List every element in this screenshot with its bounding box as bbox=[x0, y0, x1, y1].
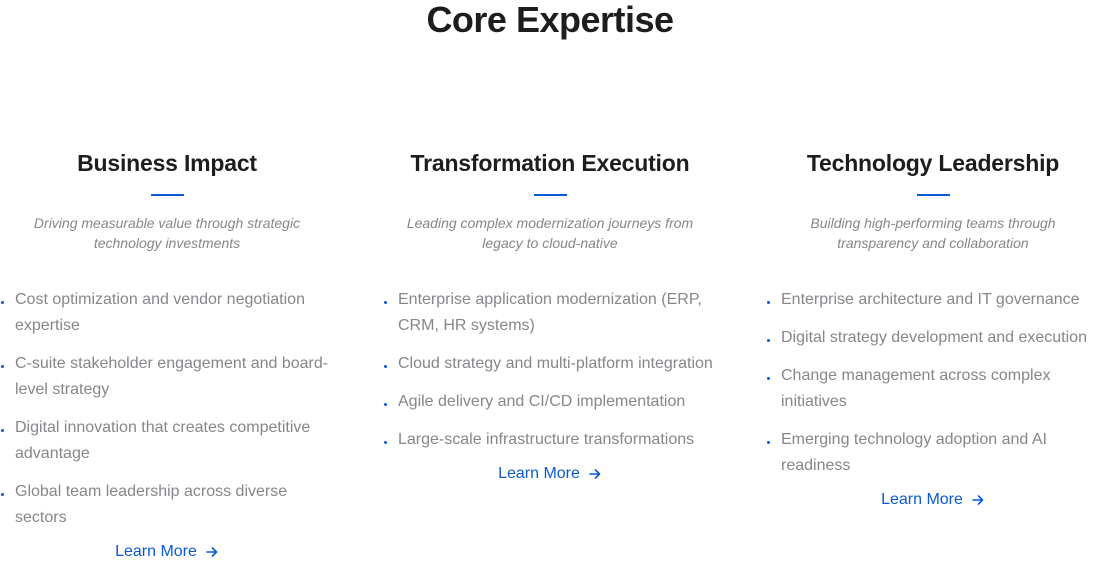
list-item-text: Emerging technology adoption and AI read… bbox=[781, 431, 1047, 474]
list-item-text: Digital innovation that creates competit… bbox=[15, 419, 311, 462]
bullet-icon bbox=[1, 365, 4, 368]
expertise-card-business-impact: Business Impact Driving measurable value… bbox=[0, 145, 337, 561]
card-subtitle: Driving measurable value through strateg… bbox=[33, 215, 301, 251]
expertise-card-transformation-execution: Transformation Execution Leading complex… bbox=[380, 145, 720, 483]
card-heading: Technology Leadership bbox=[806, 150, 1060, 176]
feature-list: Enterprise architecture and IT governanc… bbox=[763, 287, 1100, 479]
bullet-icon bbox=[767, 339, 770, 342]
bullet-icon bbox=[384, 365, 387, 368]
learn-more-label: Learn More bbox=[115, 543, 197, 560]
list-item-text: Enterprise application modernization (ER… bbox=[398, 291, 702, 334]
bullet-icon bbox=[767, 301, 770, 304]
list-item-text: Cloud strategy and multi-platform integr… bbox=[398, 355, 713, 372]
card-heading: Transformation Execution bbox=[410, 150, 690, 176]
feature-list: Cost optimization and vendor negotiation… bbox=[0, 287, 337, 531]
heading-divider bbox=[150, 194, 184, 196]
list-item: Enterprise architecture and IT governanc… bbox=[763, 287, 1100, 313]
list-item-text: Agile delivery and CI/CD implementation bbox=[398, 393, 686, 410]
bullet-icon bbox=[767, 377, 770, 380]
list-item: Change management across complex initiat… bbox=[763, 363, 1100, 415]
heading-divider bbox=[533, 194, 567, 196]
page-title: Core Expertise bbox=[426, 0, 674, 40]
learn-more-link[interactable]: Learn More bbox=[0, 543, 337, 561]
bullet-icon bbox=[767, 441, 770, 444]
card-heading: Business Impact bbox=[77, 150, 257, 176]
learn-more-link[interactable]: Learn More bbox=[763, 491, 1100, 509]
list-item: Large-scale infrastructure transformatio… bbox=[380, 427, 720, 453]
list-item: Emerging technology adoption and AI read… bbox=[763, 427, 1100, 479]
card-subtitle: Building high-performing teams through t… bbox=[810, 215, 1056, 251]
arrow-right-icon bbox=[206, 547, 218, 557]
expertise-card-technology-leadership: Technology Leadership Building high-perf… bbox=[763, 145, 1100, 509]
list-item-text: Change management across complex initiat… bbox=[781, 367, 1051, 410]
list-item-text: Large-scale infrastructure transformatio… bbox=[398, 431, 695, 448]
arrow-right-icon bbox=[972, 495, 984, 505]
learn-more-label: Learn More bbox=[881, 491, 963, 508]
list-item: Enterprise application modernization (ER… bbox=[380, 287, 720, 339]
list-item-text: Digital strategy development and executi… bbox=[781, 329, 1087, 346]
list-item-text: C-suite stakeholder engagement and board… bbox=[15, 355, 329, 398]
list-item: Cost optimization and vendor negotiation… bbox=[0, 287, 337, 339]
bullet-icon bbox=[1, 493, 4, 496]
bullet-icon bbox=[1, 429, 4, 432]
card-subtitle: Leading complex modernization journeys f… bbox=[406, 215, 694, 251]
arrow-right-icon bbox=[589, 469, 601, 479]
bullet-icon bbox=[384, 441, 387, 444]
heading-divider bbox=[916, 194, 950, 196]
learn-more-label: Learn More bbox=[498, 465, 580, 482]
list-item: Cloud strategy and multi-platform integr… bbox=[380, 351, 720, 377]
learn-more-link[interactable]: Learn More bbox=[380, 465, 720, 483]
bullet-icon bbox=[1, 301, 4, 304]
bullet-icon bbox=[384, 301, 387, 304]
list-item: Digital innovation that creates competit… bbox=[0, 415, 337, 467]
list-item-text: Cost optimization and vendor negotiation… bbox=[15, 291, 305, 334]
list-item: Agile delivery and CI/CD implementation bbox=[380, 389, 720, 415]
list-item-text: Global team leadership across diverse se… bbox=[15, 483, 288, 526]
list-item-text: Enterprise architecture and IT governanc… bbox=[781, 291, 1080, 308]
feature-list: Enterprise application modernization (ER… bbox=[380, 287, 720, 453]
bullet-icon bbox=[384, 403, 387, 406]
list-item: Global team leadership across diverse se… bbox=[0, 479, 337, 531]
list-item: C-suite stakeholder engagement and board… bbox=[0, 351, 337, 403]
list-item: Digital strategy development and executi… bbox=[763, 325, 1100, 351]
